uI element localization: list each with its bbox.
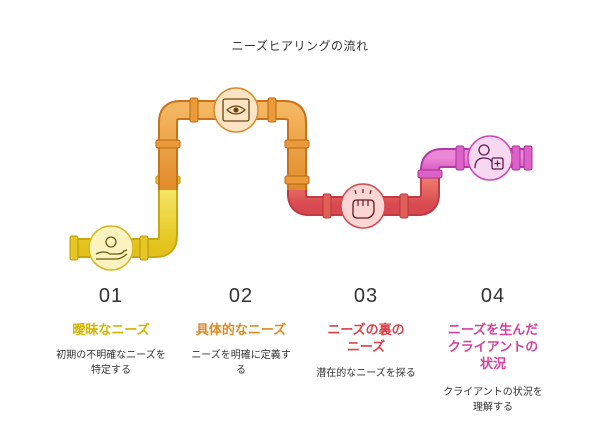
step-4: 04 ニーズを生んだクライアントの状況 クライアントの状況を理解する [428,285,558,415]
step-number: 04 [480,285,506,307]
step-title: 曖昧なニーズ [72,323,150,338]
step-description: クライアントの状況を理解する [443,387,543,413]
eye-icon [213,87,259,133]
step-3: 03 ニーズの裏のニーズ 潜在的なニーズを探る [303,285,429,381]
step-title: ニーズの裏のニーズ [327,323,405,355]
step-1: 01 曖昧なニーズ 初期の不明確なニーズを特定する [47,285,175,378]
step-title: 具体的なニーズ [195,323,287,338]
step-description: 初期の不明確なニーズを特定する [56,350,166,376]
step-2: 02 具体的なニーズ ニーズを明確に定義する [177,285,305,378]
step-title: ニーズを生んだクライアントの状況 [447,323,539,372]
hand-coin-icon [88,225,134,271]
diagram-title: ニーズヒアリングの流れ [231,39,369,53]
step-number: 02 [228,285,254,307]
pipe-segment-4 [417,145,533,179]
step-number: 01 [98,285,124,307]
step-number: 03 [353,285,379,307]
client-medical-icon [467,135,513,181]
step-description: ニーズを明確に定義する [191,350,291,376]
fist-icon [340,183,386,229]
step-description: 潜在的なニーズを探る [316,368,416,379]
